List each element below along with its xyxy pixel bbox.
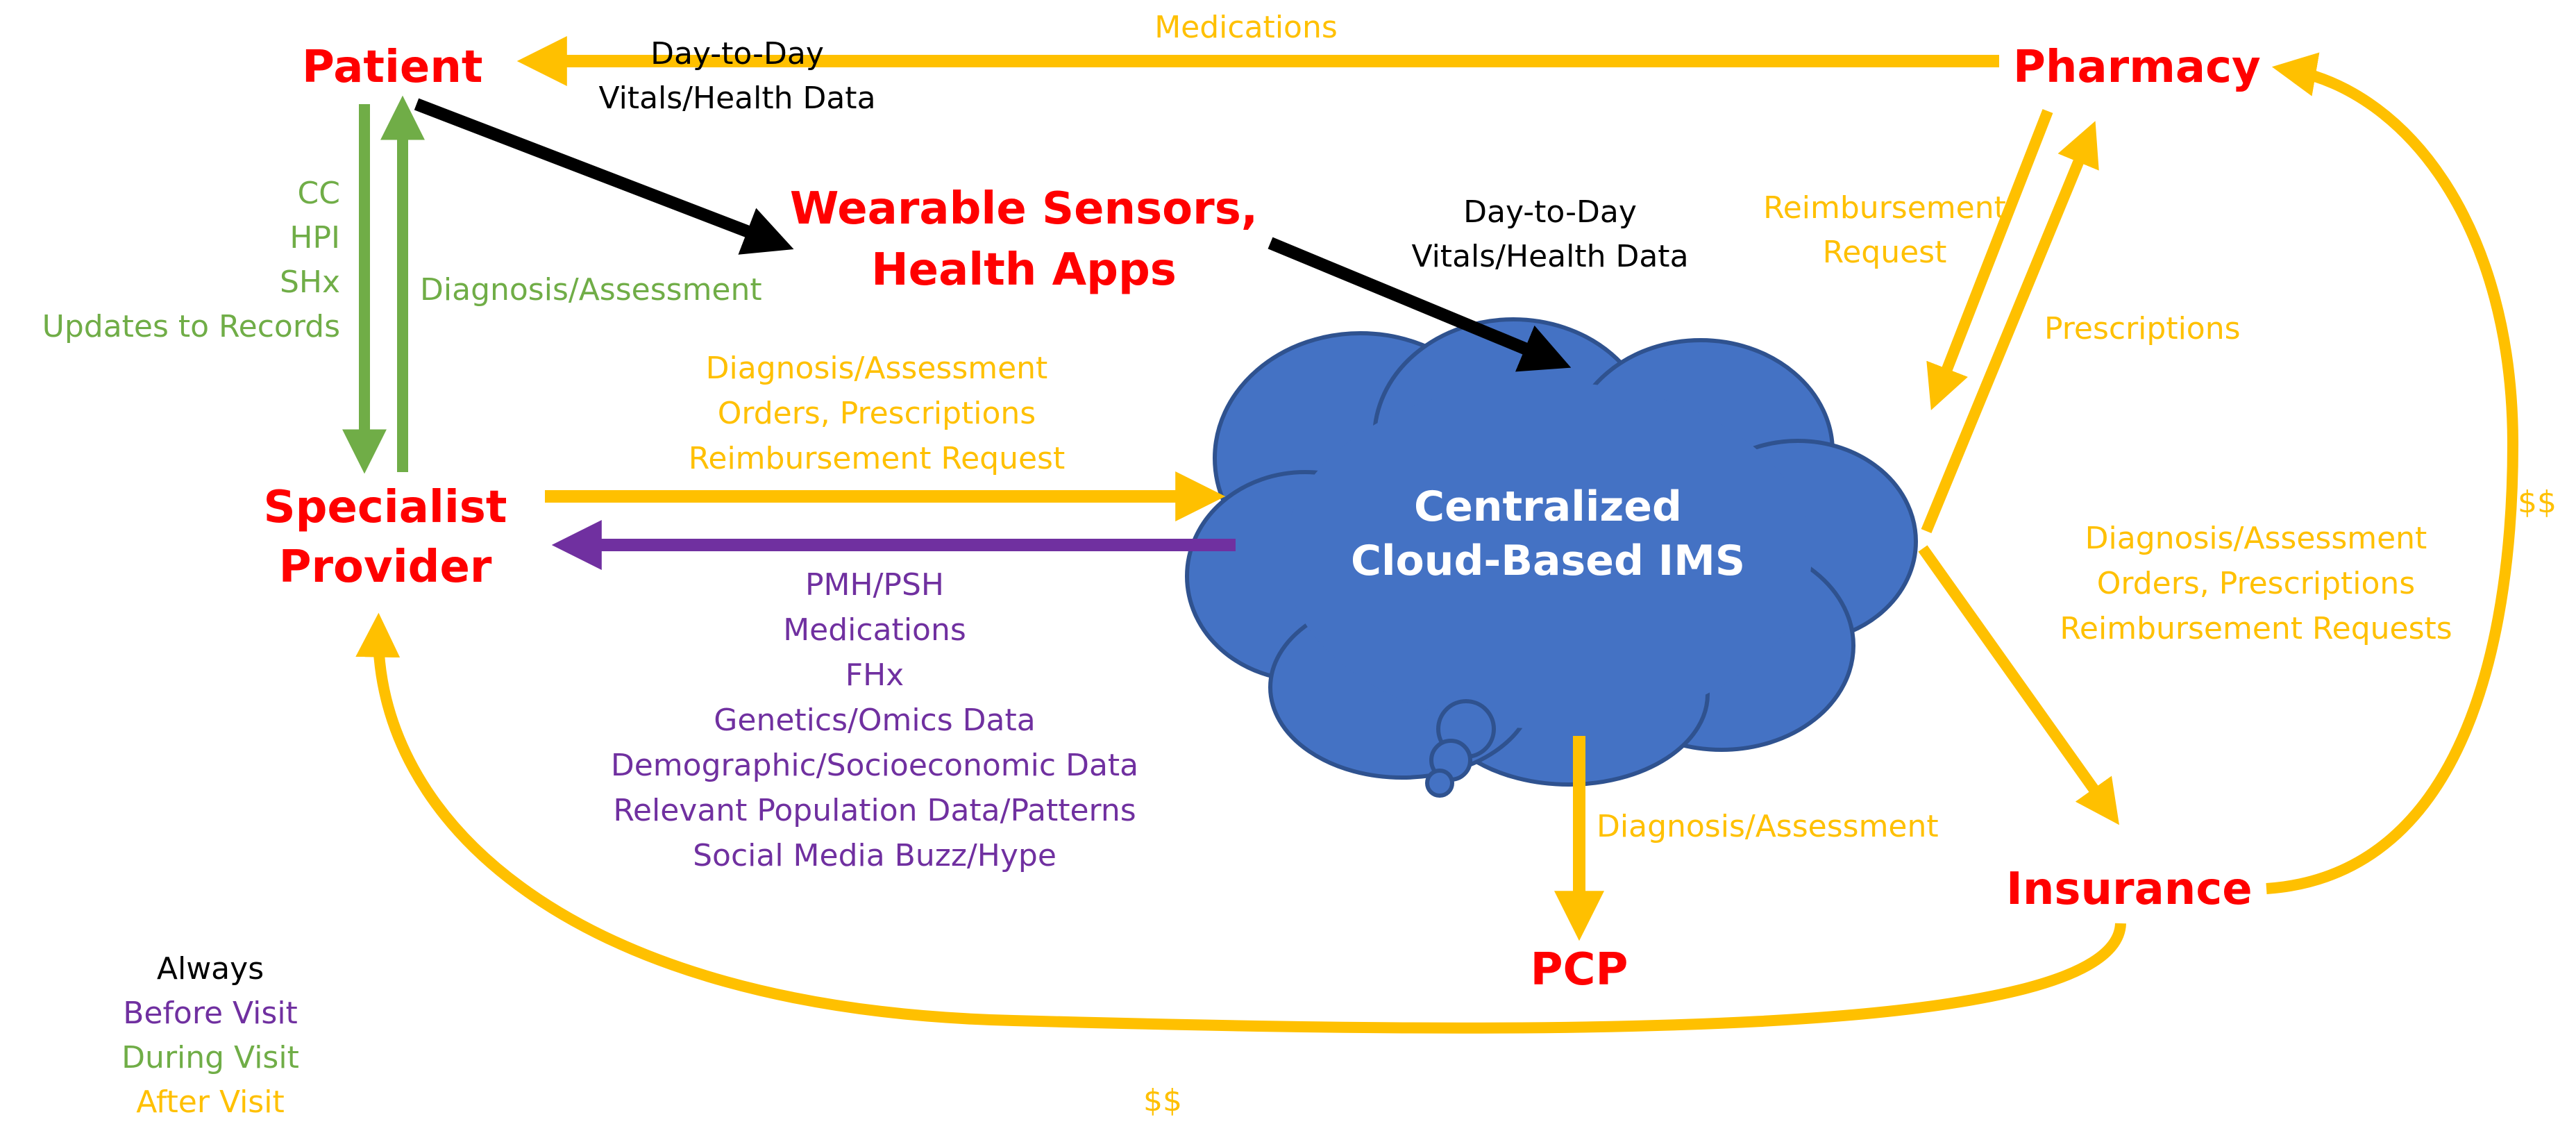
svg-text:Diagnosis/Assessment: Diagnosis/Assessment [706,351,1048,386]
svg-text:Reimbursement Requests: Reimbursement Requests [2060,611,2452,646]
label-patient-to-specialist: CC HPI SHx Updates to Records [42,176,340,344]
svg-text:SHx: SHx [280,265,340,300]
svg-text:FHx: FHx [845,657,904,693]
arrow-cloud-to-pharmacy [1921,121,2099,534]
svg-text:Medications: Medications [783,612,966,648]
label-medications-to-patient: Medications [1154,10,1338,45]
svg-text:Diagnosis/Assessment: Diagnosis/Assessment [2085,521,2427,556]
svg-text:HPI: HPI [289,220,340,255]
node-wearables-line-2: Health Apps [871,244,1177,296]
arrow-insurance-to-specialist [355,612,2126,1034]
label-pharmacy-to-cloud: Reimbursement Request [1763,190,2006,270]
cloud-ims-node: Centralized Cloud-Based IMS [1185,317,1918,798]
svg-text:Vitals/Health Data: Vitals/Health Data [598,81,875,116]
svg-text:Social Media Buzz/Hype: Social Media Buzz/Hype [693,838,1057,873]
svg-text:Day-to-Day: Day-to-Day [1463,194,1637,230]
legend-always: Always [157,951,264,987]
svg-text:CC: CC [298,176,340,211]
label-specialist-to-patient: Diagnosis/Assessment [420,272,762,308]
label-patient-to-wearables: Day-to-Day Vitals/Health Data [598,36,875,116]
svg-text:Day-to-Day: Day-to-Day [650,36,824,72]
arrow-wearables-to-cloud [1268,237,1572,372]
svg-text:Orders, Prescriptions: Orders, Prescriptions [2097,566,2415,601]
label-cloud-to-pharmacy: Prescriptions [2044,311,2241,346]
cloud-icon [1185,317,1918,798]
svg-text:Reimbursement Request: Reimbursement Request [689,441,1065,476]
label-specialist-to-cloud: Diagnosis/Assessment Orders, Prescriptio… [689,351,1065,476]
svg-text:Reimbursement: Reimbursement [1763,190,2006,226]
arrow-insurance-to-pharmacy [2266,52,2519,894]
arrow-cloud-to-insurance [1918,545,2119,825]
label-wearables-to-cloud: Day-to-Day Vitals/Health Data [1411,194,1688,274]
node-pharmacy: Pharmacy [2013,42,2261,93]
node-specialist-line-2: Provider [279,542,492,593]
legend: Always Before Visit During Visit After V… [121,951,299,1120]
cloud-title-line-1: Centralized [1414,483,1682,531]
node-wearables-line-1: Wearable Sensors, [790,183,1258,235]
svg-text:PMH/PSH: PMH/PSH [805,567,944,603]
cloud-title-line-2: Cloud-Based IMS [1351,537,1745,585]
svg-text:Vitals/Health Data: Vitals/Health Data [1411,239,1688,274]
node-insurance: Insurance [2006,864,2253,915]
node-pcp: PCP [1531,944,1628,996]
svg-text:Request: Request [1823,235,1947,270]
svg-text:Demographic/Socioeconomic Data: Demographic/Socioeconomic Data [611,748,1138,783]
arrow-patient-to-wearables [414,98,794,255]
legend-during-visit: During Visit [121,1040,299,1075]
label-insurance-to-specialist-payment: $$ [1143,1083,1182,1118]
node-specialist-line-1: Specialist [264,482,507,533]
svg-text:Updates to Records: Updates to Records [42,309,340,344]
label-insurance-to-pharmacy-payment: $$ [2518,485,2557,520]
label-cloud-to-insurance: Diagnosis/Assessment Orders, Prescriptio… [2060,521,2452,646]
label-cloud-to-pcp: Diagnosis/Assessment [1597,809,1939,844]
svg-text:Relevant Population Data/Patte: Relevant Population Data/Patterns [613,793,1136,828]
legend-before-visit: Before Visit [123,996,298,1031]
arrow-pharmacy-to-cloud [1926,109,2053,410]
node-patient: Patient [302,42,482,93]
legend-after-visit: After Visit [136,1084,284,1120]
svg-text:Orders, Prescriptions: Orders, Prescriptions [718,396,1036,431]
label-cloud-to-specialist: PMH/PSH Medications FHx Genetics/Omics D… [611,567,1138,873]
svg-text:Genetics/Omics Data: Genetics/Omics Data [714,703,1035,738]
